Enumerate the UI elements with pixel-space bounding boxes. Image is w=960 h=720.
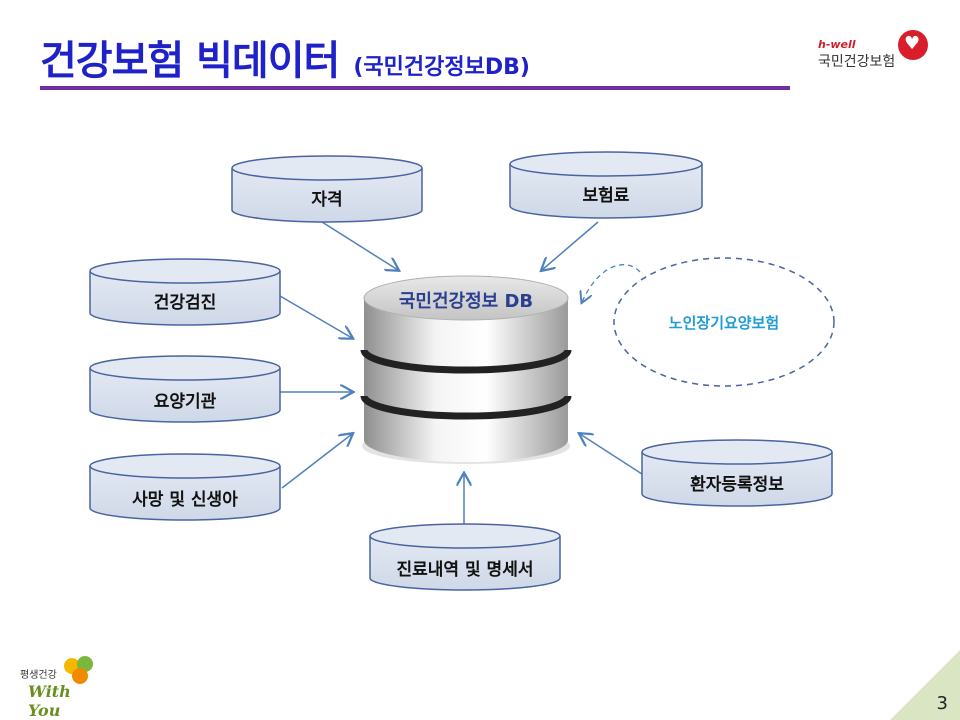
cylinder-checkup: 건강검진 — [89, 258, 281, 326]
db-cylinder-body — [364, 298, 568, 462]
footer-with-you-logo: 평생건강 With You — [16, 654, 106, 720]
cylinder-treatment: 진료내역 및 명세서 — [369, 523, 561, 591]
db-ring-1 — [360, 349, 572, 374]
cylinder-patient-registry: 환자등록정보 — [641, 439, 833, 507]
clover-icon — [64, 656, 93, 684]
arrow-ltc-dashed — [582, 264, 641, 302]
connector-arrows — [279, 221, 643, 524]
footer-with-you: With You — [28, 682, 71, 720]
node-eligibility-label: 자격 — [311, 190, 342, 210]
page-number: 3 — [936, 693, 948, 714]
logo-brand-name: 국민건강보험 — [818, 54, 896, 70]
arrow-premium — [542, 221, 599, 270]
footer-slogan: 평생건강 — [20, 670, 57, 681]
node-care-institution-label: 요양기관 — [154, 392, 217, 412]
arrow-patient-registry — [580, 434, 643, 475]
central-database: 국민건강정보 DB — [360, 275, 572, 464]
node-treatment-label: 진료내역 및 명세서 — [397, 560, 534, 580]
node-premium-label: 보험료 — [583, 185, 630, 206]
node-checkup-label: 건강검진 — [154, 293, 217, 313]
cylinder-premium: 보험료 — [509, 151, 703, 219]
cylinder-care-institution: 요양기관 — [89, 355, 281, 423]
corner-decoration — [890, 650, 960, 720]
slide-title: 건강보험 빅데이터 (국민건강정보DB) — [40, 28, 530, 88]
arrow-checkup — [279, 295, 352, 338]
arrow-death-birth — [281, 434, 352, 489]
page-title: 건강보험 빅데이터 — [40, 38, 340, 84]
cylinder-eligibility: 자격 — [231, 155, 423, 223]
db-cylinder-top — [363, 275, 569, 321]
title-underline — [40, 86, 790, 90]
nhis-logo: h-well 국민건강보험 — [818, 30, 928, 72]
node-patient-registry-label: 환자등록정보 — [690, 475, 784, 495]
ltc-insurance-label: 노인장기요양보험 — [669, 314, 779, 332]
heart-icon — [898, 30, 928, 60]
logo-hwell-text: h-well — [818, 38, 856, 51]
cylinder-death-birth: 사망 및 신생아 — [89, 453, 281, 521]
page-subtitle: (국민건강정보DB) — [353, 55, 530, 80]
db-label: 국민건강정보 DB — [399, 291, 533, 312]
db-ring-2 — [360, 395, 572, 420]
ltc-insurance-ellipse: 노인장기요양보험 — [613, 257, 835, 387]
arrow-eligibility — [321, 221, 398, 270]
node-death-birth-label: 사망 및 신생아 — [132, 490, 238, 510]
